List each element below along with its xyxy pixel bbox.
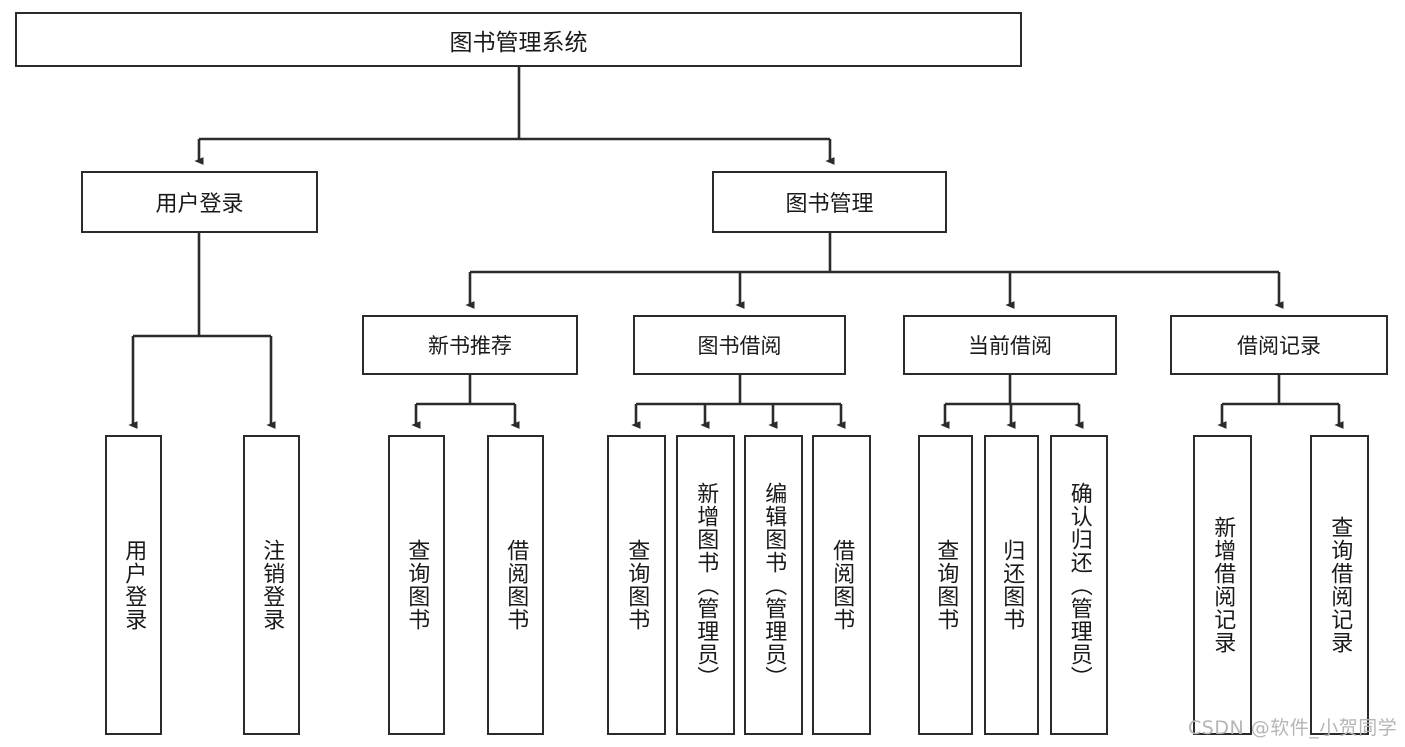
leaf-borrow-book-2-label: 借阅图书: [829, 539, 855, 631]
node-borrow-record[interactable]: 借阅记录: [1170, 315, 1388, 375]
node-root-label: 图书管理系统: [449, 29, 588, 56]
node-book-manage-label: 图书管理: [785, 192, 874, 217]
node-new-book-recommend-label: 新书推荐: [428, 334, 512, 358]
node-book-borrow-label: 图书借阅: [697, 334, 782, 358]
leaf-confirm-return[interactable]: 确认归还（管理员）: [1050, 435, 1108, 735]
leaf-user-logout-label: 注销登录: [259, 539, 285, 631]
leaf-user-login[interactable]: 用户登录: [105, 435, 162, 735]
leaf-borrow-book-2[interactable]: 借阅图书: [812, 435, 871, 735]
leaf-query-book-3[interactable]: 查询图书: [918, 435, 973, 735]
leaf-query-record-label: 查询借阅记录: [1327, 516, 1353, 654]
node-user-login[interactable]: 用户登录: [81, 171, 318, 233]
node-root[interactable]: 图书管理系统: [15, 12, 1022, 67]
leaf-edit-book-label: 编辑图书（管理员）: [761, 481, 787, 689]
node-new-book-recommend[interactable]: 新书推荐: [362, 315, 578, 375]
node-book-manage[interactable]: 图书管理: [712, 171, 947, 233]
node-current-borrow-label: 当前借阅: [968, 334, 1052, 358]
node-user-login-label: 用户登录: [155, 192, 244, 217]
leaf-add-book-label: 新增图书（管理员）: [693, 481, 719, 689]
node-book-borrow[interactable]: 图书借阅: [633, 315, 846, 375]
leaf-add-record-label: 新增借阅记录: [1210, 516, 1236, 654]
leaf-user-logout[interactable]: 注销登录: [243, 435, 300, 735]
leaf-return-book[interactable]: 归还图书: [984, 435, 1039, 735]
node-current-borrow[interactable]: 当前借阅: [903, 315, 1117, 375]
leaf-query-record[interactable]: 查询借阅记录: [1310, 435, 1369, 735]
node-borrow-record-label: 借阅记录: [1237, 334, 1321, 358]
watermark: CSDN @软件_小贺同学: [1188, 717, 1398, 739]
leaf-add-record[interactable]: 新增借阅记录: [1193, 435, 1252, 735]
leaf-borrow-book-1-label: 借阅图书: [503, 539, 529, 631]
leaf-add-book[interactable]: 新增图书（管理员）: [676, 435, 735, 735]
leaf-confirm-return-label: 确认归还（管理员）: [1066, 481, 1092, 689]
leaf-query-book-1-label: 查询图书: [404, 539, 430, 631]
leaf-edit-book[interactable]: 编辑图书（管理员）: [744, 435, 803, 735]
leaf-query-book-2-label: 查询图书: [624, 539, 650, 631]
leaf-user-login-label: 用户登录: [121, 539, 147, 631]
leaf-query-book-3-label: 查询图书: [933, 539, 959, 631]
leaf-return-book-label: 归还图书: [999, 539, 1025, 631]
leaf-query-book-1[interactable]: 查询图书: [388, 435, 445, 735]
leaf-borrow-book-1[interactable]: 借阅图书: [487, 435, 544, 735]
leaf-query-book-2[interactable]: 查询图书: [607, 435, 666, 735]
